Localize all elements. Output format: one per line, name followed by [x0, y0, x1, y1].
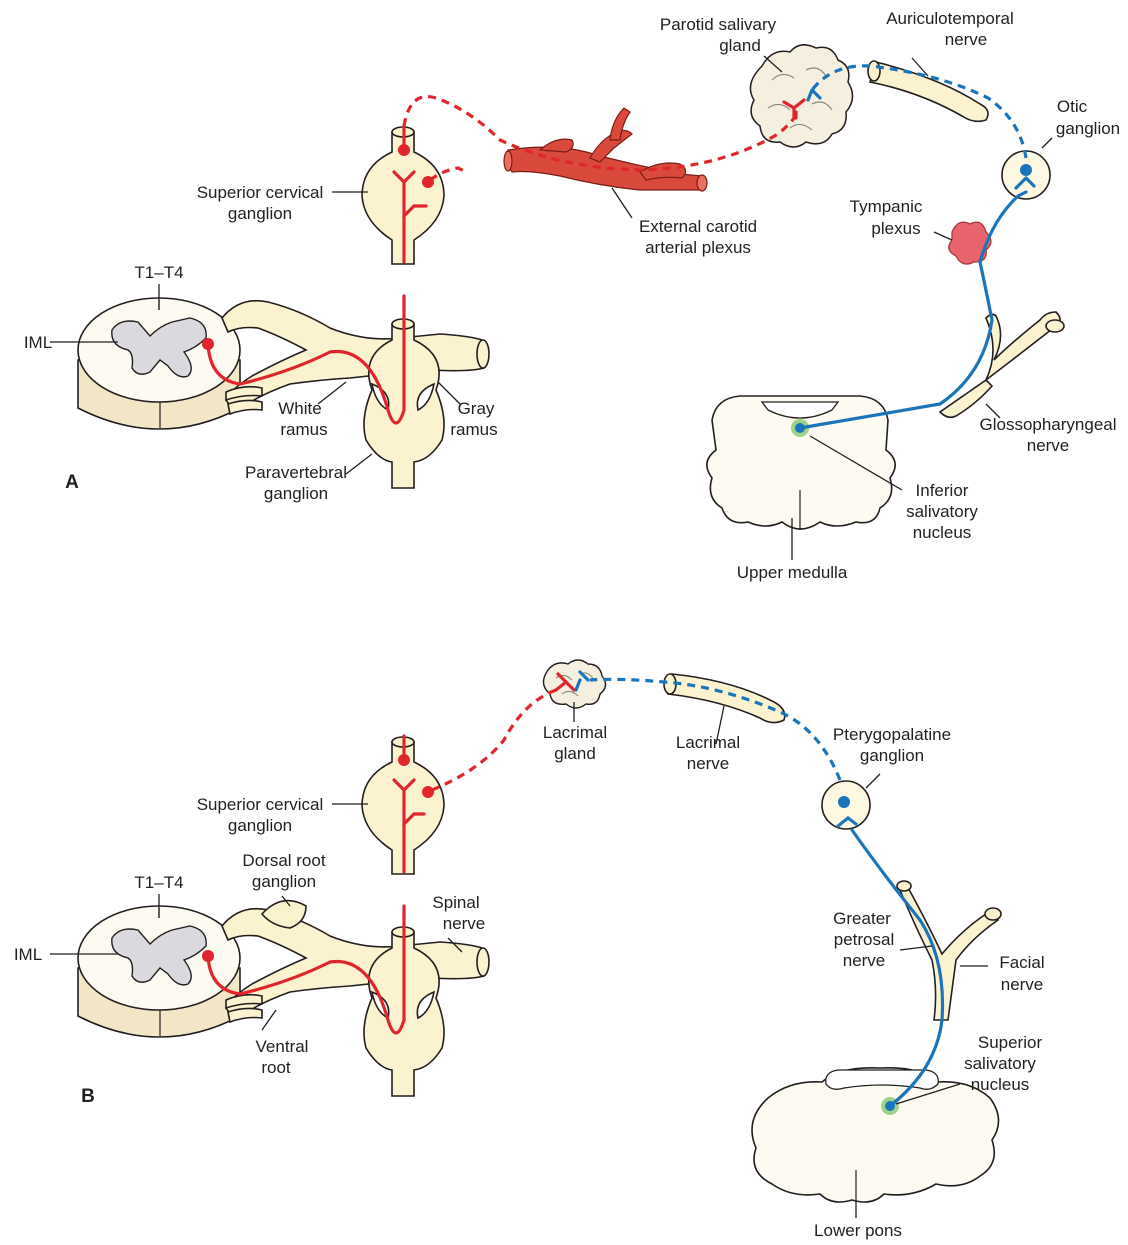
panel-b: Lacrimal gland Lacrimal nerve Pterygopal…	[14, 660, 1045, 1240]
label-ventral-root-line2: root	[261, 1058, 291, 1077]
parotid-gland	[750, 45, 852, 147]
tympanic-plexus	[949, 222, 991, 264]
label-parotid-line1: Parotid salivary	[660, 15, 777, 34]
label-white-ramus-line2: ramus	[280, 420, 327, 439]
label-drg-line2: ganglion	[252, 872, 316, 891]
label-auriculotemporal-line1: Auriculotemporal	[886, 9, 1014, 28]
label-spinal-nerve-line1: Spinal	[432, 893, 479, 912]
label-gpn-line1: Greater	[833, 909, 891, 928]
label-scg-a-line1: Superior cervical	[197, 183, 324, 202]
label-ext-carotid-line1: External carotid	[639, 217, 757, 236]
label-paravertebral-line2: ganglion	[264, 484, 328, 503]
glossopharyngeal-nerve	[940, 312, 1064, 417]
label-facial-line2: nerve	[1001, 975, 1044, 994]
panel-letter-b: B	[81, 1086, 95, 1107]
label-lacrimal-gland-line2: gland	[554, 744, 596, 763]
label-lower-pons: Lower pons	[814, 1221, 902, 1240]
panel-letter-a: A	[65, 472, 79, 493]
label-isn-line1: Inferior	[916, 481, 969, 500]
label-glossopharyngeal-line2: nerve	[1027, 436, 1070, 455]
label-lacrimal-nerve-line2: nerve	[687, 754, 730, 773]
label-gpn-line2: petrosal	[834, 930, 894, 949]
label-parotid-line2: gland	[719, 36, 761, 55]
lacrimal-gland	[543, 660, 605, 708]
label-paravertebral-line1: Paravertebral	[245, 463, 347, 482]
spinal-cord-a	[78, 298, 240, 429]
label-lacrimal-nerve-line1: Lacrimal	[676, 733, 740, 752]
label-segment-b: T1–T4	[134, 873, 183, 892]
label-lacrimal-gland-line1: Lacrimal	[543, 723, 607, 742]
spinal-cord-b	[78, 906, 240, 1037]
facial-nerve	[897, 881, 1001, 1020]
label-tympanic-line2: plexus	[871, 219, 920, 238]
label-scg-b-line2: ganglion	[228, 816, 292, 835]
lower-pons	[752, 1068, 999, 1202]
label-ssn-line1: Superior	[978, 1033, 1043, 1052]
label-ventral-root-line1: Ventral	[256, 1037, 309, 1056]
label-gpn-line3: nerve	[843, 951, 886, 970]
external-carotid-artery	[504, 108, 707, 191]
label-glossopharyngeal-line1: Glossopharyngeal	[979, 415, 1116, 434]
label-ptg-line2: ganglion	[860, 746, 924, 765]
label-segment-a: T1–T4	[134, 263, 183, 282]
lacrimal-nerve	[664, 674, 785, 723]
label-otic-line1: Otic	[1057, 97, 1088, 116]
label-upper-medulla: Upper medulla	[737, 563, 848, 582]
label-facial-line1: Facial	[999, 953, 1044, 972]
label-white-ramus-line1: White	[278, 399, 321, 418]
label-scg-b-line1: Superior cervical	[197, 795, 324, 814]
panel-a: Parotid salivary gland Auriculotemporal …	[24, 9, 1120, 582]
label-ssn-line2: salivatory	[964, 1054, 1036, 1073]
label-otic-line2: ganglion	[1056, 119, 1120, 138]
label-spinal-nerve-line2: nerve	[443, 914, 486, 933]
label-iml-b: IML	[14, 945, 42, 964]
label-ext-carotid-line2: arterial plexus	[645, 238, 751, 257]
label-gray-ramus-line2: ramus	[450, 420, 497, 439]
label-ssn-line3: nucleus	[971, 1075, 1030, 1094]
label-tympanic-line1: Tympanic	[850, 197, 923, 216]
label-drg-line1: Dorsal root	[242, 851, 325, 870]
auriculotemporal-nerve	[868, 61, 988, 121]
label-auriculotemporal-line2: nerve	[945, 30, 988, 49]
label-ptg-line1: Pterygopalatine	[833, 725, 951, 744]
label-iml-a: IML	[24, 333, 52, 352]
label-isn-line2: salivatory	[906, 502, 978, 521]
label-scg-a-line2: ganglion	[228, 204, 292, 223]
label-isn-line3: nucleus	[913, 523, 972, 542]
label-gray-ramus-line1: Gray	[458, 399, 495, 418]
